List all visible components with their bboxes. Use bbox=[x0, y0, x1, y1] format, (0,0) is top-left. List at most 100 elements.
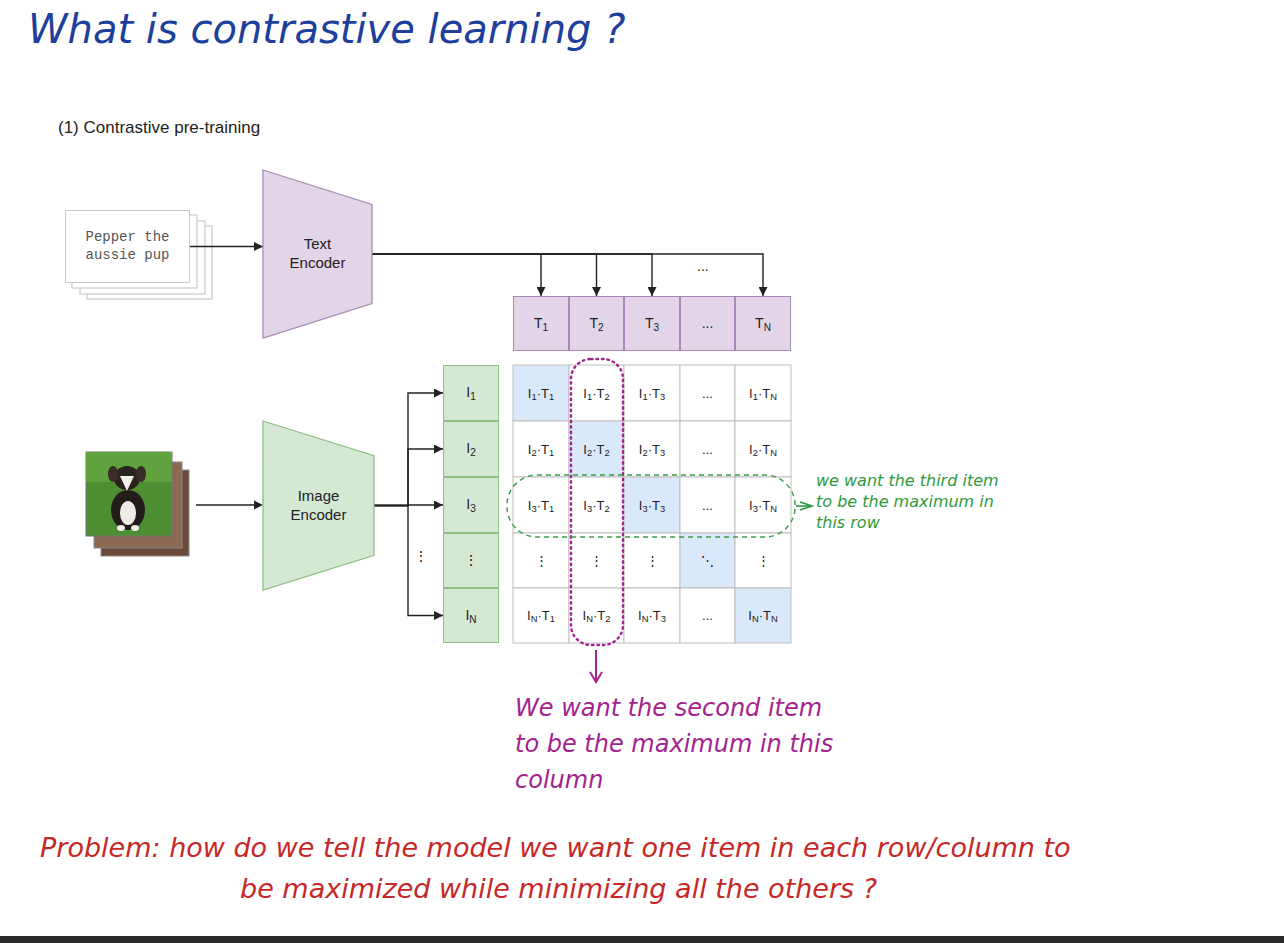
node-text: Text Encoder bbox=[279, 235, 357, 273]
dog-paw bbox=[131, 525, 139, 531]
connector-arrow bbox=[372, 254, 763, 296]
matrix-cell bbox=[680, 421, 735, 477]
table-cell: ⋱ bbox=[680, 533, 735, 588]
node-text: T1 bbox=[534, 315, 548, 333]
table-cell: I3·TN bbox=[735, 477, 791, 533]
ellipsis: ⋮ bbox=[414, 548, 428, 565]
node-text: T3 bbox=[645, 315, 659, 333]
figure-subtitle: (1) Contrastive pre-training bbox=[58, 118, 260, 138]
table-cell: IN·T3 bbox=[624, 588, 680, 643]
node-text: I3 bbox=[466, 496, 476, 514]
matrix-cell bbox=[624, 365, 680, 421]
annotation-note: we want the third item to be the maximum… bbox=[816, 470, 1004, 533]
table-cell: I2·T3 bbox=[624, 421, 680, 477]
text-embedding-box: T2 bbox=[569, 296, 624, 351]
annotation-note: We want the second item to be the maximu… bbox=[515, 690, 845, 798]
dog-head bbox=[114, 466, 140, 490]
matrix-cell bbox=[735, 588, 791, 643]
table-cell: ⋮ bbox=[513, 533, 569, 588]
node-text: Image Encoder bbox=[280, 487, 358, 525]
node-text: Pepper the aussie pup bbox=[76, 229, 179, 264]
bottom-bar bbox=[0, 936, 1284, 943]
arrow-head bbox=[590, 672, 602, 682]
table-cell: I1·TN bbox=[735, 365, 791, 421]
similarity-matrix bbox=[513, 365, 791, 643]
table-cell: I2·T2 bbox=[569, 421, 624, 477]
dog-ear bbox=[136, 466, 146, 482]
ellipsis: ... bbox=[697, 258, 709, 275]
text-embedding-box: ... bbox=[680, 296, 735, 351]
image-embedding-box: ⋮ bbox=[443, 533, 499, 588]
title: What is contrastive learning ? bbox=[28, 6, 625, 52]
table-cell: ⋮ bbox=[735, 533, 791, 588]
table-cell: I3·T2 bbox=[569, 477, 624, 533]
input-arrow bbox=[196, 504, 255, 505]
matrix-cell bbox=[735, 421, 791, 477]
connector-arrow bbox=[374, 449, 443, 506]
table-cell: IN·T2 bbox=[569, 588, 624, 643]
table-cell: I3·T3 bbox=[624, 477, 680, 533]
connector-arrow bbox=[374, 506, 443, 616]
matrix-cell bbox=[569, 533, 624, 588]
table-cell: IN·T1 bbox=[513, 588, 569, 643]
text-embedding-box: T1 bbox=[513, 296, 569, 351]
text-embedding-box: TN bbox=[735, 296, 791, 351]
table-cell: IN·TN bbox=[735, 588, 791, 643]
problem-note: Problem: how do we tell the model we wan… bbox=[40, 828, 1090, 909]
dog-blaze bbox=[120, 476, 134, 491]
text-encoder: Text Encoder bbox=[263, 170, 372, 338]
node-text: IN bbox=[465, 607, 476, 625]
matrix-cell bbox=[569, 477, 624, 533]
dog-chest bbox=[120, 501, 136, 525]
matrix-cell bbox=[680, 533, 735, 588]
matrix-cell bbox=[735, 477, 791, 533]
matrix-cell bbox=[624, 421, 680, 477]
image-embedding-box: IN bbox=[443, 588, 499, 643]
node-text: ⋮ bbox=[464, 552, 478, 570]
table-cell: I2·TN bbox=[735, 421, 791, 477]
arrow-head bbox=[800, 502, 812, 510]
connector-arrow bbox=[374, 393, 443, 506]
table-cell: ⋮ bbox=[624, 533, 680, 588]
table-cell: ... bbox=[680, 477, 735, 533]
matrix-cell bbox=[735, 533, 791, 588]
table-cell: ... bbox=[680, 588, 735, 643]
matrix-cell bbox=[680, 365, 735, 421]
table-cell: I1·T1 bbox=[513, 365, 569, 421]
connector-arrow bbox=[372, 254, 597, 296]
image-embedding-box: I2 bbox=[443, 421, 499, 477]
matrix-cell bbox=[680, 477, 735, 533]
table-cell: ⋮ bbox=[569, 533, 624, 588]
text-document: Pepper the aussie pup bbox=[65, 210, 190, 283]
dog-paw bbox=[117, 525, 125, 531]
matrix-cell bbox=[569, 588, 624, 643]
node-text: I1 bbox=[466, 384, 476, 402]
matrix-cell bbox=[624, 588, 680, 643]
table-cell: I1·T2 bbox=[569, 365, 624, 421]
connector-arrow bbox=[190, 246, 263, 247]
node-text: TN bbox=[755, 315, 771, 333]
matrix-cell bbox=[569, 365, 624, 421]
matrix-cell bbox=[513, 365, 569, 421]
table-cell: ... bbox=[680, 421, 735, 477]
connector-arrow bbox=[372, 254, 541, 296]
dog-ear bbox=[108, 466, 118, 482]
matrix-cell bbox=[513, 421, 569, 477]
matrix-cell bbox=[513, 588, 569, 643]
column-highlight bbox=[571, 359, 623, 645]
dog-photo bbox=[86, 452, 172, 536]
matrix-cell bbox=[735, 365, 791, 421]
image-embedding-box: I1 bbox=[443, 365, 499, 421]
matrix-cell bbox=[513, 533, 569, 588]
matrix-cell bbox=[680, 588, 735, 643]
matrix-cell bbox=[513, 477, 569, 533]
node-text: T2 bbox=[589, 315, 603, 333]
matrix-cell bbox=[569, 421, 624, 477]
matrix-cell bbox=[624, 477, 680, 533]
table-cell: I3·T1 bbox=[513, 477, 569, 533]
arrow-head bbox=[254, 501, 263, 510]
annotation-arrow bbox=[595, 650, 597, 680]
table-cell: ... bbox=[680, 365, 735, 421]
